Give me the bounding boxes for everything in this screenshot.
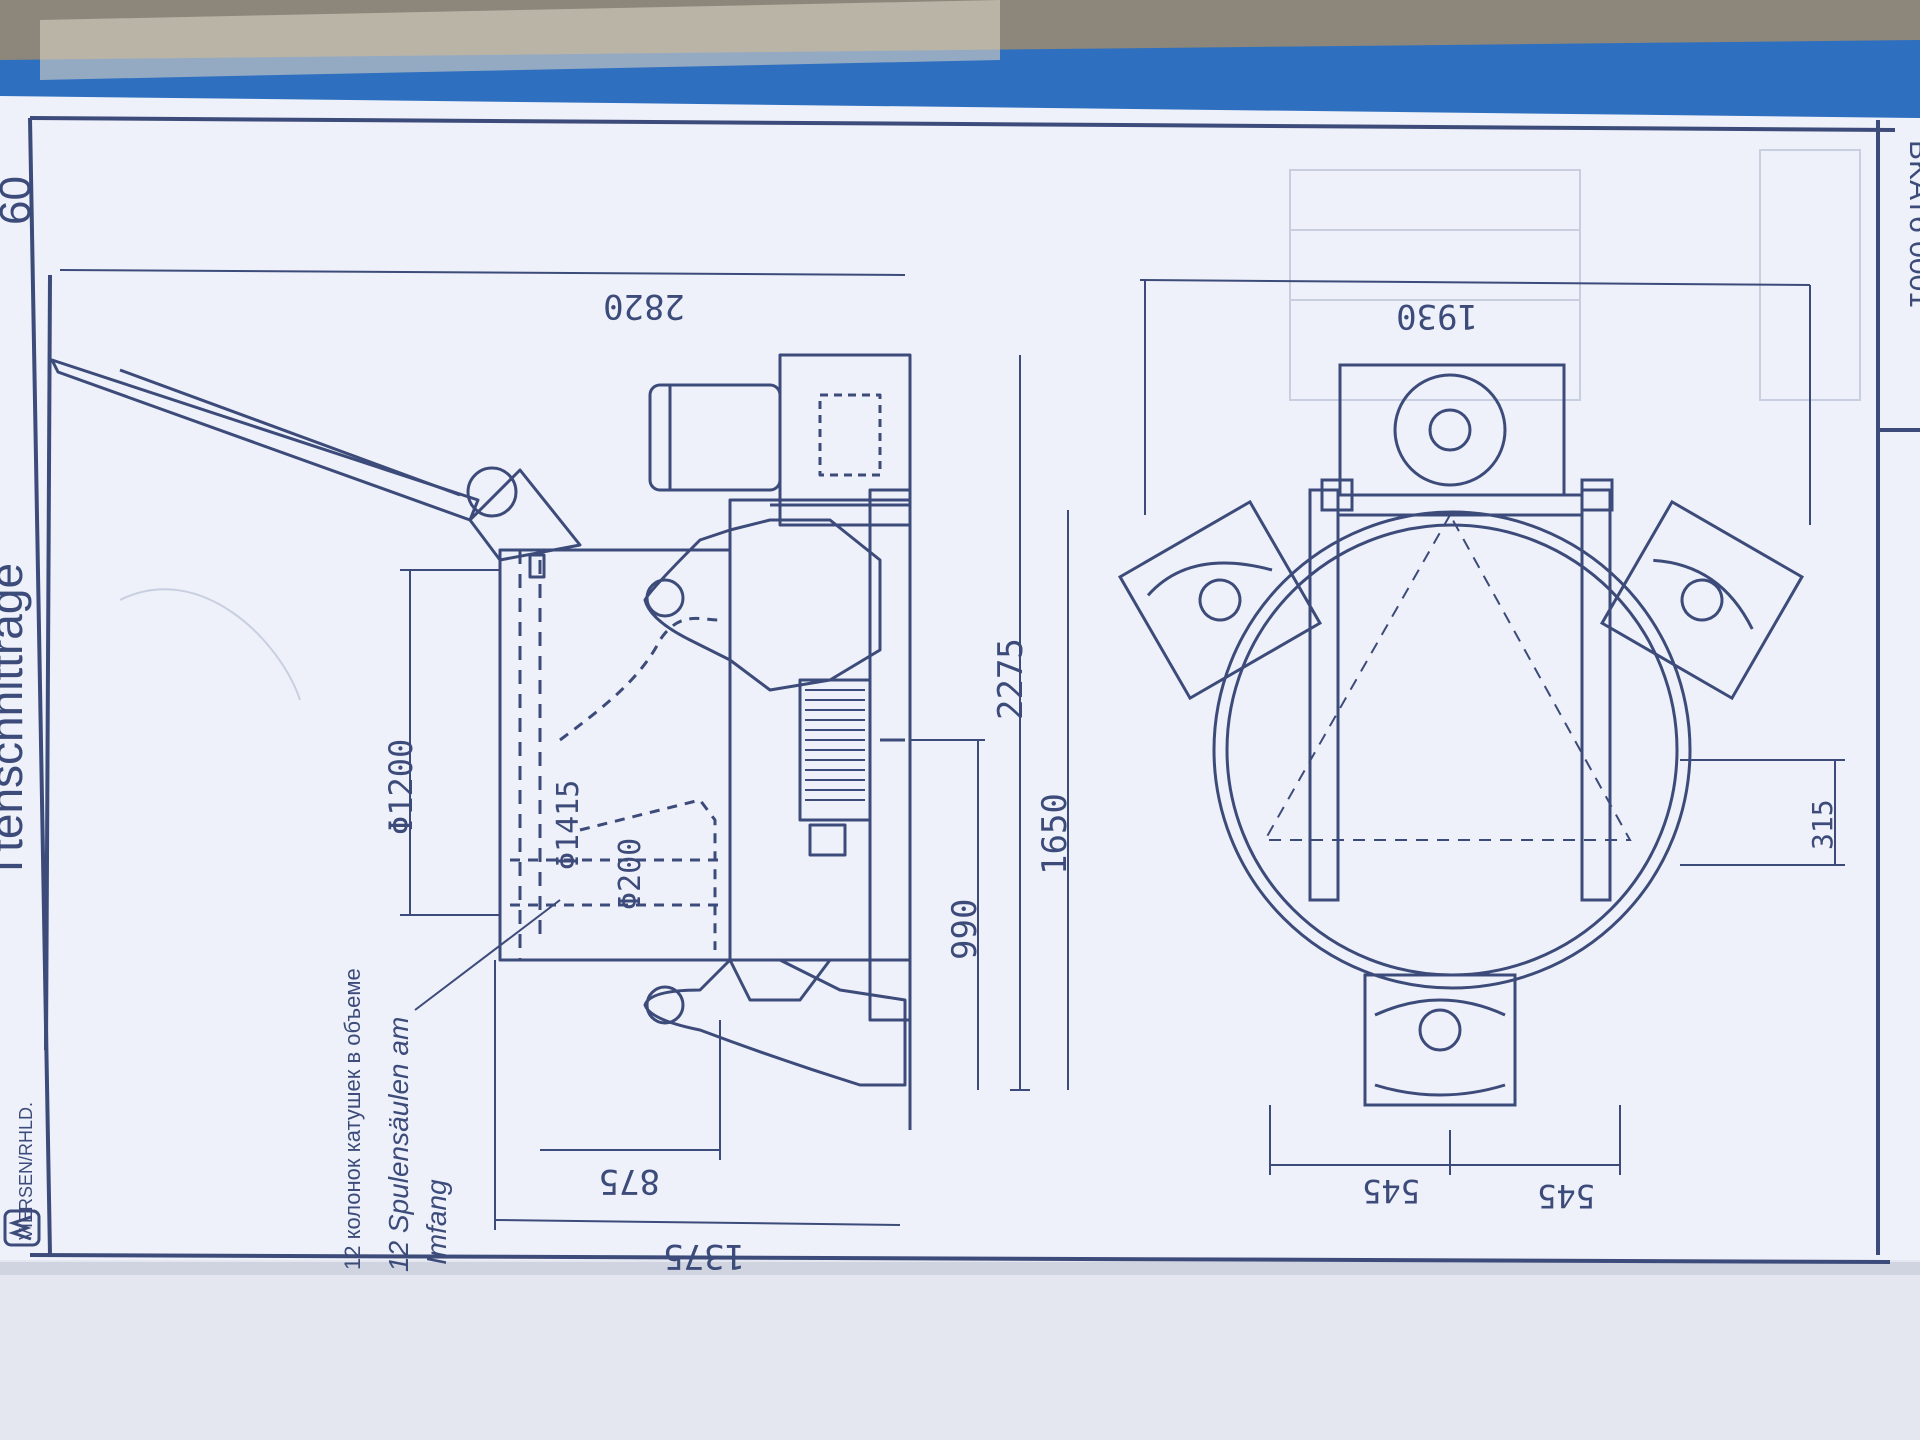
company-logo [3, 1209, 41, 1247]
outer-ring [1212, 510, 1692, 990]
bottom-spool-arc-2 [1374, 1083, 1506, 1097]
plan-dimensions [1139, 279, 1845, 1175]
housing-tab [528, 553, 546, 579]
spring-lines [805, 689, 865, 801]
top-motor-box [1338, 363, 1566, 497]
bottom-spool-hub [1418, 1008, 1462, 1052]
rail-cap-right [1580, 478, 1614, 512]
dim-1650: 1650 [1035, 793, 1075, 875]
lower-pivot [645, 985, 685, 1025]
note-russian: 12 колонок катушек в объеме [340, 968, 365, 1270]
dim-line-2820 [59, 269, 906, 276]
sheet-number: 60 [0, 176, 40, 225]
plan-view [1117, 363, 1805, 1107]
bottom-spool-unit [1363, 973, 1517, 1107]
title-block: VIERSEN/RHLD. Ttenschnittrage 60 BKAT6 0… [0, 140, 1920, 1247]
side-view [50, 353, 912, 1130]
roller-bracket [468, 468, 582, 562]
dim-990: 990 [945, 899, 985, 960]
page-fold [0, 1262, 1920, 1275]
internal-hidden-curve [559, 616, 721, 742]
drawing-number: BKAT6 0001 [1903, 140, 1920, 308]
top-paper-edge [40, 0, 1000, 80]
company-name: VIERSEN/RHLD. [16, 1102, 36, 1240]
bottom-spool-arc [1374, 998, 1506, 1017]
internal-hidden-outline [579, 798, 717, 950]
notes: 12 колонок катушек в объеме 12 Spulensäu… [340, 899, 561, 1272]
left-rail [1308, 488, 1340, 902]
gearbox-internals [818, 393, 882, 477]
dim-545-left: 545 [1362, 1172, 1420, 1210]
dimension-labels: 2820 1930 2275 1650 990 1375 875 Φ1200 Φ… [382, 286, 1839, 1276]
right-rail [1580, 488, 1612, 902]
dim-phi200: Φ200 [613, 838, 648, 910]
arm-link [728, 959, 832, 1002]
drawing-frame [28, 116, 1920, 1264]
dim-2275: 2275 [991, 638, 1031, 720]
side-dimensions [59, 269, 1069, 1230]
dim-1930: 1930 [1396, 296, 1478, 336]
right-spool-unit [1599, 499, 1805, 701]
triangle-layout [1263, 512, 1632, 841]
note-leader [414, 899, 561, 1011]
top-motor-hub [1428, 408, 1472, 452]
dim-1375: 1375 [663, 1236, 745, 1276]
dim-315: 315 [1806, 799, 1839, 850]
paper-sheet [0, 96, 1920, 1412]
dim-phi1415: Φ1415 [551, 780, 586, 870]
gearbox [778, 353, 912, 527]
dim-2820: 2820 [603, 286, 685, 326]
feed-table-line [119, 368, 461, 497]
dim-phi1200: Φ1200 [382, 739, 420, 835]
dim-875: 875 [599, 1161, 660, 1201]
sheet-title: Ttenschnittrage [0, 563, 32, 880]
small-box [808, 823, 847, 857]
dim-545-right: 545 [1537, 1177, 1595, 1215]
lower-arm [643, 958, 907, 1087]
feed-roller [466, 466, 518, 518]
note-german-line2: Imfang [421, 1179, 452, 1265]
note-german-line1: 12 Spulensäulen am [383, 1017, 414, 1272]
spring-pack [798, 678, 872, 822]
top-motor-circle [1393, 373, 1507, 487]
hood-knob [645, 578, 685, 618]
left-spool-unit [1117, 499, 1323, 701]
under-page [0, 1260, 1920, 1440]
